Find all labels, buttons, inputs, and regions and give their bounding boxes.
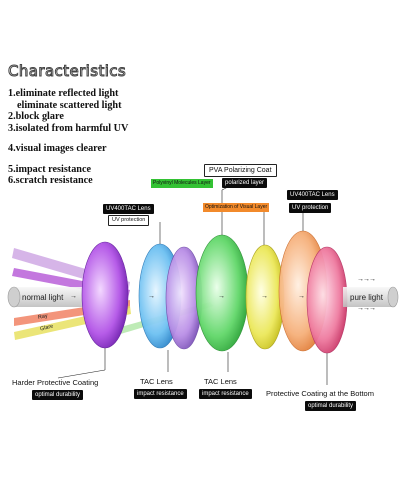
harder-coating-label: Harder Protective Coating [12,378,99,387]
arrow-right-icon: → [70,293,77,300]
arrow-right-icon: → [218,293,225,300]
optimization-layer-tag: Optimization of Visual Layer [203,203,270,212]
tac-lens-sub-tag-1: impact resistance [134,389,187,399]
characteristic-item: 3.isolated from harmful UV [8,122,129,134]
tac-lens-label-1: TAC Lens [140,377,173,386]
uv400-left-tag: UV400TAC Lens [103,204,154,214]
uv-protection-left-tag: UV protection [108,215,150,226]
characteristic-item: 1.eliminate reflected light [8,88,119,99]
pure-light-tube [343,286,399,308]
protective-coating-sub-tag: optimal durability [305,401,357,411]
arrow-right-icon: → [261,293,268,300]
pva-coat-tag: PVA Polarizing Coat [204,164,277,177]
characteristics-list: 1.eliminate reflected light eliminate sc… [8,88,128,187]
purple-lens [81,241,129,349]
uv-protection-right-tag: UV protection [289,203,332,213]
tac-lens-sub-tag-2: impact resistance [199,389,252,399]
polarized-layer-tag: polarized layer [222,178,268,188]
protective-coating-label: Protective Coating at the Bottom [266,389,374,398]
characteristic-item: 4.visual images clearer [8,143,107,154]
pink-lens [306,246,348,354]
characteristic-item: eliminate scattered light [17,99,122,111]
characteristic-item: 6.scratch resistance [8,175,93,186]
normal-light-label: normal light [22,293,64,302]
characteristic-item: 5.impact resistance [8,163,91,175]
arrow-right-icon: → [148,293,155,300]
harder-coating-sub-tag: optimal durability [32,390,84,400]
characteristic-item: 2.block glare [8,111,64,122]
uv400-right-tag: UV400TAC Lens [287,190,338,200]
polyvinyl-layer-tag: Polyvinyl Molecules Layer [151,179,213,188]
arrow-right-icon: → [298,293,305,300]
page-title: Characteristics [7,62,127,81]
pure-light-label: pure light [350,293,383,302]
tac-lens-label-2: TAC Lens [204,377,237,386]
connector-lines [57,181,328,385]
triple-arrow-icon: →→→ [357,276,376,283]
triple-arrow-icon: →→→ [357,305,376,312]
